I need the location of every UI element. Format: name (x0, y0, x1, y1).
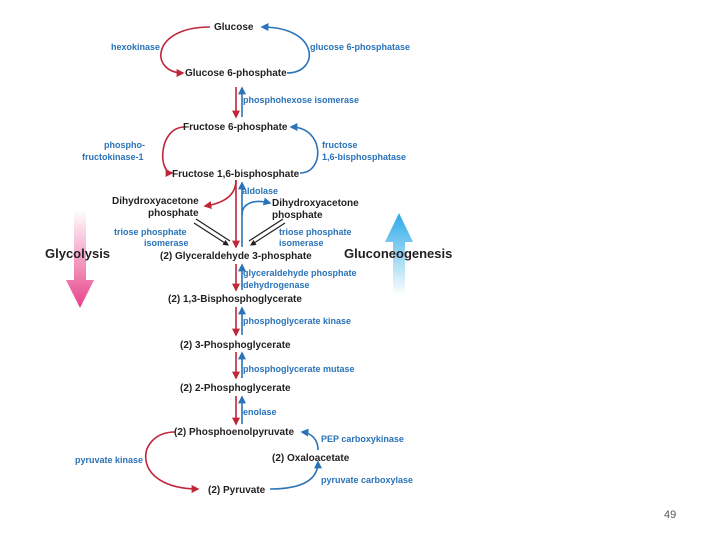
metabolite-glucose: Glucose (214, 22, 254, 33)
enzyme-fructose-bisphosphatase-line2: 1,6-bisphosphatase (322, 152, 406, 162)
metabolite-fructose-bisphosphate: Fructose 1,6-bisphosphate (172, 169, 300, 180)
tpi-right-line-1 (249, 222, 286, 246)
reversible-arrow-phi (232, 86, 246, 119)
pyruvate-carboxylase-arrow (269, 460, 322, 490)
reversible-arrow-pgk (232, 306, 246, 337)
enzyme-gapdh-line2: dehydrogenase (243, 280, 310, 290)
reversible-arrow-enolase (232, 395, 246, 426)
enzyme-tpi-right-line2: isomerase (279, 238, 324, 248)
glycolysis-direction-arrow (66, 210, 94, 308)
metabolite-dhap-right-line2: phosphate (272, 210, 323, 221)
enzyme-phosphoglycerate-kinase: phosphoglycerate kinase (243, 316, 351, 326)
enzyme-hexokinase: hexokinase (111, 42, 160, 52)
enzyme-pep-carboxykinase: PEP carboxykinase (321, 434, 404, 444)
fructose-bisphosphatase-arrow (289, 123, 319, 174)
enzyme-pyruvate-carboxylase: pyruvate carboxylase (321, 475, 413, 485)
tpi-right-line-2 (248, 218, 284, 242)
enzyme-fructose-bisphosphatase-line1: fructose (322, 140, 358, 150)
metabolite-oxaloacetate: (2) Oxaloacetate (272, 453, 350, 464)
metabolite-pyruvate: (2) Pyruvate (208, 485, 266, 496)
reversible-arrow-gapdh (232, 263, 246, 292)
reversible-arrow-pgm (232, 351, 246, 380)
glucose-6-phosphatase-arrow (260, 23, 311, 74)
hexokinase-arrow (160, 26, 211, 77)
metabolite-3-phosphoglycerate: (2) 3-Phosphoglycerate (180, 340, 291, 351)
tpi-left-line-1 (193, 222, 230, 246)
enzyme-aldolase: aldolase (242, 186, 278, 196)
metabolite-glyceraldehyde-3-phosphate: (2) Glyceraldehyde 3-phosphate (160, 251, 312, 262)
phosphofructokinase-arrow (161, 126, 186, 177)
enzyme-tpi-left-line1: triose phosphate (114, 227, 187, 237)
pyruvate-kinase-arrow (144, 431, 200, 493)
aldolase-split-left-arrow (203, 179, 237, 210)
enzyme-tpi-right-line1: triose phosphate (279, 227, 352, 237)
enzyme-gapdh-line1: glyceraldehyde phosphate (243, 268, 357, 278)
enzyme-pyruvate-kinase: pyruvate kinase (75, 455, 143, 465)
metabolite-fructose-6-phosphate: Fructose 6-phosphate (183, 122, 288, 133)
label-gluconeogenesis: Gluconeogenesis (344, 246, 452, 261)
enzyme-glucose-6-phosphatase: glucose 6-phosphatase (310, 42, 410, 52)
metabolite-bisphosphoglycerate: (2) 1,3-Bisphosphoglycerate (168, 294, 302, 305)
enzyme-phosphofructokinase-line2: fructokinase-1 (82, 152, 144, 162)
metabolite-dhap-right-line1: Dihydroxyacetone (272, 198, 359, 209)
tpi-left-line-2 (195, 218, 231, 242)
pep-carboxykinase-arrow (300, 428, 319, 451)
page-number: 49 (664, 509, 676, 521)
metabolite-dhap-left-line2: phosphate (148, 208, 199, 219)
metabolite-glucose-6-phosphate: Glucose 6-phosphate (185, 68, 287, 79)
enzyme-phosphohexose-isomerase: phosphohexose isomerase (243, 95, 359, 105)
aldolase-split-right-arrow (241, 197, 272, 216)
enzyme-phosphoglycerate-mutase: phosphoglycerate mutase (243, 364, 355, 374)
enzyme-enolase: enolase (243, 407, 277, 417)
metabolite-phosphoenolpyruvate: (2) Phosphoenolpyruvate (174, 427, 294, 438)
metabolite-2-phosphoglycerate: (2) 2-Phosphoglycerate (180, 383, 291, 394)
label-glycolysis: Glycolysis (45, 246, 110, 261)
enzyme-phosphofructokinase-line1: phospho- (104, 140, 145, 150)
metabolite-dhap-left-line1: Dihydroxyacetone (112, 196, 199, 207)
gluconeogenesis-direction-arrow (385, 213, 413, 295)
enzyme-tpi-left-line2: isomerase (144, 238, 189, 248)
